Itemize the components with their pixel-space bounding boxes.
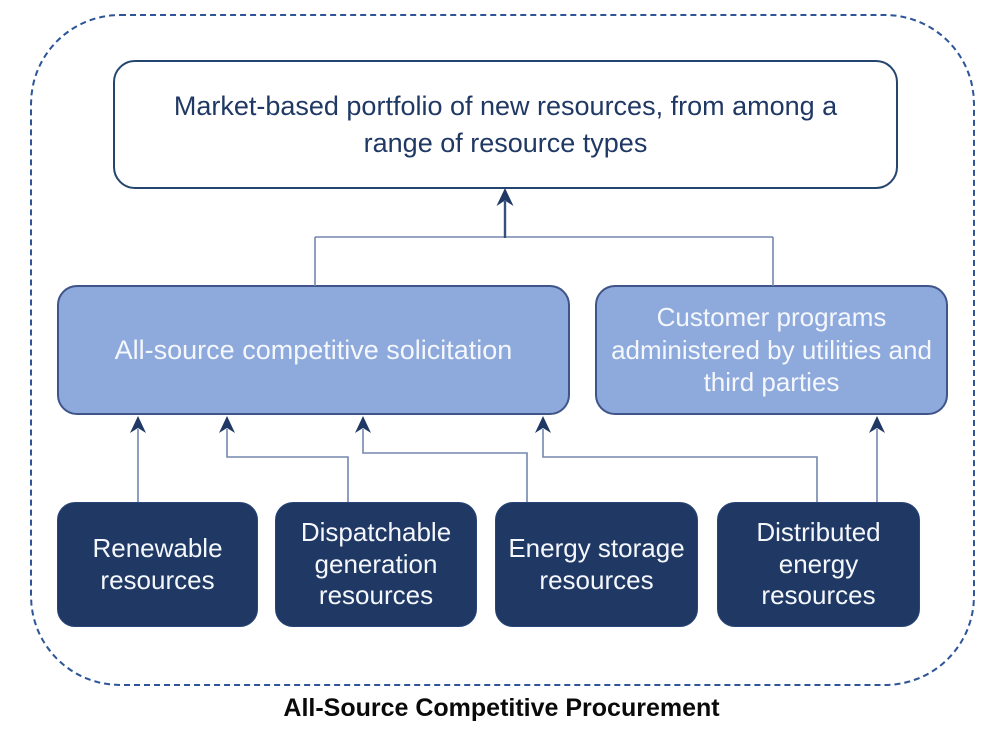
box-distributed-energy: Distributed energy resources	[717, 502, 920, 627]
top-box-market-portfolio: Market-based portfolio of new resources,…	[113, 60, 898, 189]
box-customer-programs: Customer programs administered by utilit…	[595, 285, 948, 415]
box-renewable-resources: Renewable resources	[57, 502, 258, 627]
box-customer-programs-label: Customer programs administered by utilit…	[611, 302, 932, 398]
box-renewable-resources-label: Renewable resources	[92, 532, 223, 595]
box-all-source-solicitation-label: All-source competitive solicitation	[114, 334, 513, 365]
top-box-label: Market-based portfolio of new resources,…	[173, 91, 838, 158]
box-dispatchable-generation-label: Dispatchable generation resources	[300, 516, 452, 611]
box-energy-storage-label: Energy storage resources	[508, 532, 685, 595]
box-energy-storage: Energy storage resources	[495, 502, 698, 627]
box-all-source-solicitation: All-source competitive solicitation	[57, 285, 570, 415]
box-distributed-energy-label: Distributed energy resources	[756, 516, 881, 611]
diagram-caption: All-Source Competitive Procurement	[283, 694, 720, 722]
dashed-outer-frame	[30, 14, 975, 686]
box-dispatchable-generation: Dispatchable generation resources	[275, 502, 477, 627]
